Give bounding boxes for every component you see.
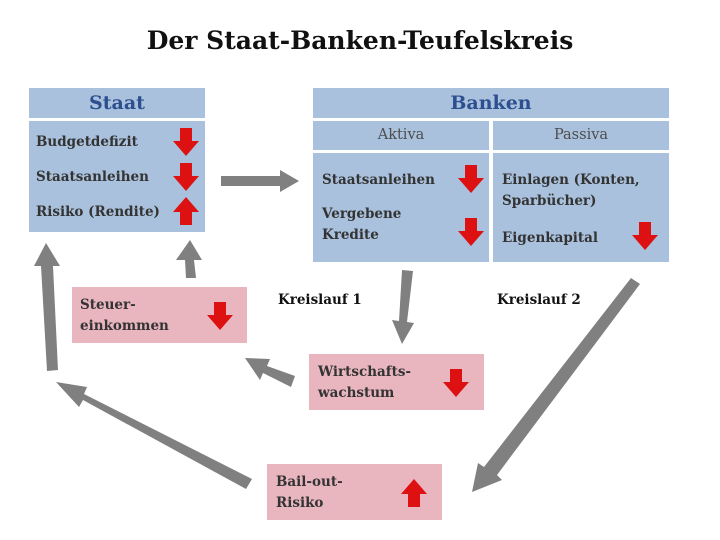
banken-header: Banken: [450, 92, 532, 114]
aktiva-header: Aktiva: [377, 127, 425, 143]
passiva-header: Passiva: [553, 127, 609, 143]
diagram-title: Der Staat-Banken-Teufelskreis: [146, 26, 574, 55]
staat-item-risiko: Risiko (Rendite): [36, 204, 160, 220]
bailout-label: Bail-out-Risiko: [276, 474, 343, 511]
arrow-down-icon: [458, 218, 484, 246]
arrow-down-icon: [443, 369, 469, 397]
arrow-down-icon: [458, 165, 484, 193]
arrow-down-icon: [173, 163, 199, 191]
banken-header-box: [313, 88, 669, 118]
arrow-kredite-to-wachstum: [392, 270, 414, 344]
arrow-down-icon: [173, 128, 199, 156]
arrow-down-icon: [632, 222, 658, 250]
arrow-up-icon: [173, 197, 199, 225]
staat-item-budgetdefizit: Budgetdefizit: [36, 134, 138, 150]
kreislauf-2-label: Kreislauf 2: [497, 292, 581, 308]
aktiva-box: [313, 153, 489, 262]
arrow-up-icon: [401, 479, 427, 507]
staat-header-box: [29, 88, 205, 118]
aktiva-item-staatsanleihen: Staatsanleihen: [322, 172, 435, 188]
arrow-down-icon: [207, 302, 233, 330]
staat-item-staatsanleihen: Staatsanleihen: [36, 169, 149, 185]
passiva-header-box: [493, 121, 669, 150]
wirtschaftswachstum-label: Wirtschafts-wachstum: [318, 364, 412, 401]
arrow-bailout-to-staat: [56, 382, 252, 489]
aktiva-item-kredite: Vergebene Kredite: [322, 206, 402, 243]
arrow-steuer-to-staat: [176, 240, 202, 278]
arrow-staat-to-banken: [221, 170, 299, 192]
kreislauf-1-label: Kreislauf 1: [278, 292, 362, 308]
arrow-left-to-staat: [34, 243, 60, 371]
aktiva-header-box: [313, 121, 489, 150]
steuereinkommen-label: Steuer-einkommen: [80, 297, 169, 334]
passiva-item-eigenkapital: Eigenkapital: [502, 230, 599, 246]
arrow-eigenkapital-to-bailout: [472, 278, 640, 492]
passiva-item-einlagen: Einlagen (Konten, Sparbücher): [502, 172, 640, 209]
staat-header: Staat: [89, 92, 145, 114]
arrow-wachstum-to-steuer: [245, 358, 295, 387]
